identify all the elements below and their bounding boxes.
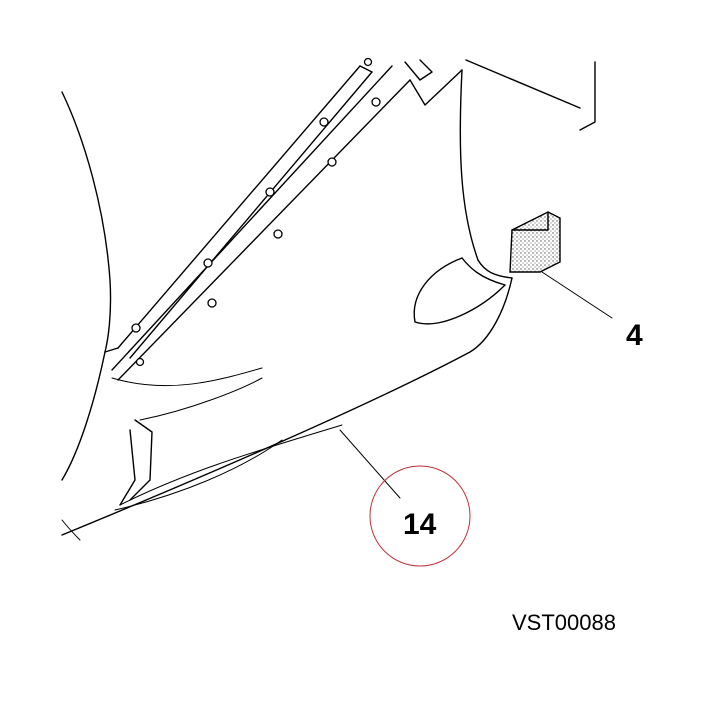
- reflector-part: [509, 211, 561, 273]
- callout-14-label: 14: [403, 508, 437, 541]
- callout-14-circle: [369, 465, 471, 567]
- fastener-holes: [131, 57, 381, 367]
- reference-code: VST00088: [512, 610, 616, 635]
- callout-4-label: 4: [626, 319, 643, 352]
- leader-line-4: [541, 271, 613, 319]
- rear-body-panel: [61, 59, 596, 541]
- leader-line-14: [339, 429, 401, 499]
